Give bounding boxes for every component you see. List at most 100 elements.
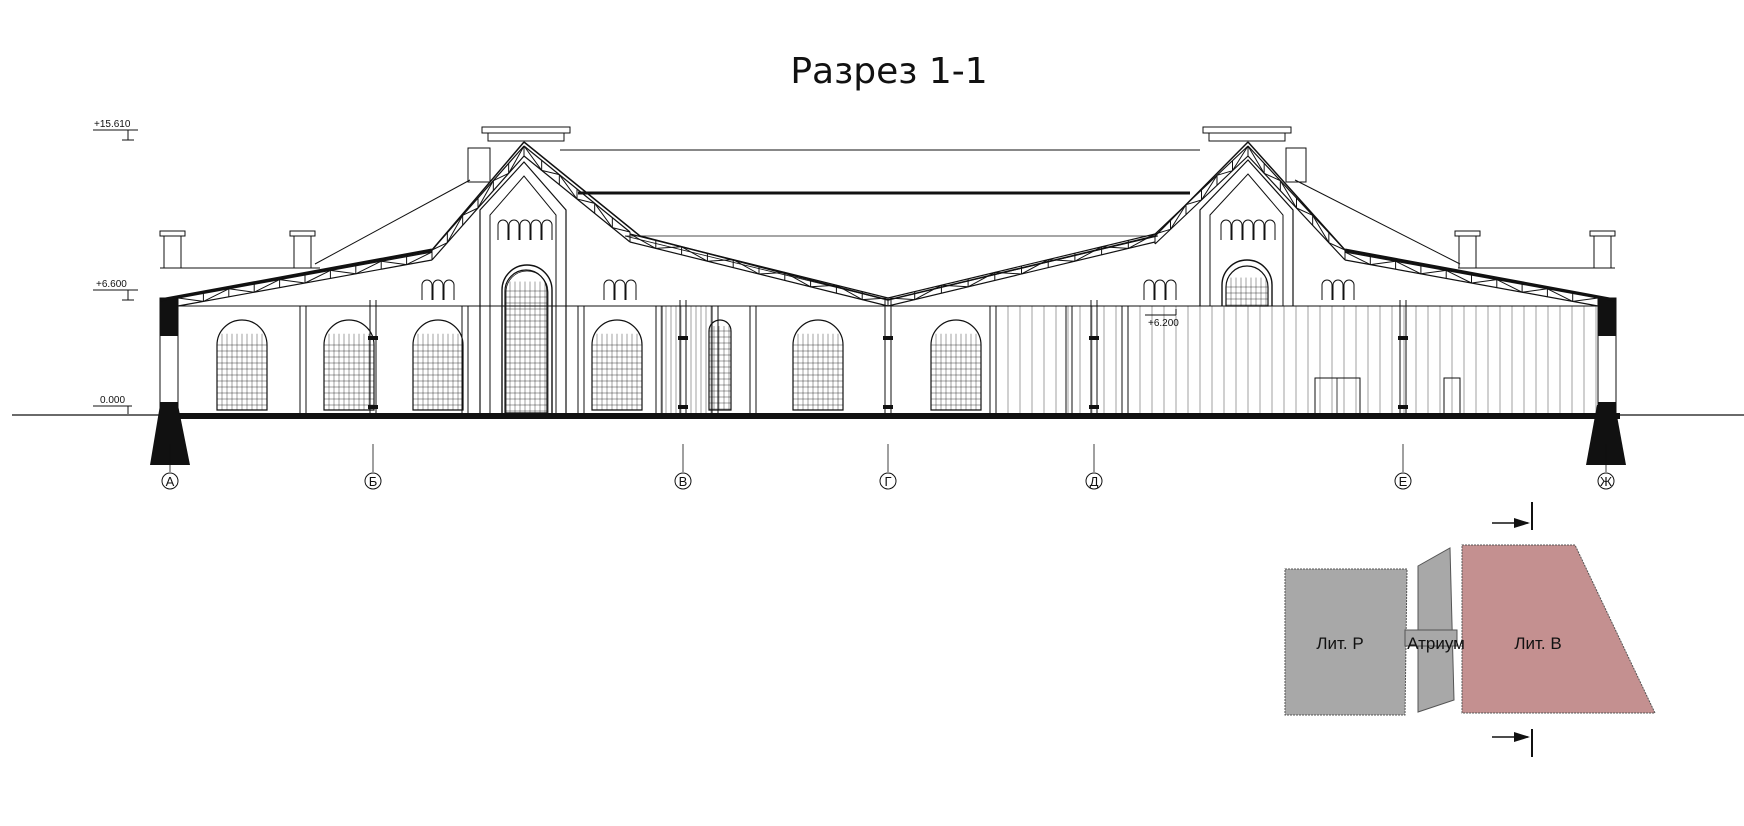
- columns: [368, 300, 1408, 413]
- truss-diagonal: [1522, 288, 1548, 293]
- truss-diagonal: [1496, 279, 1523, 293]
- window-small: [1154, 279, 1166, 300]
- level-label-top: +15.610: [94, 119, 131, 130]
- foundation-left: [150, 405, 190, 465]
- axis-label: Д: [1090, 474, 1099, 489]
- truss-diagonal: [1344, 251, 1371, 266]
- back-wall-corrugated: [989, 305, 1599, 415]
- window-small: [1231, 219, 1243, 240]
- truss-diagonal: [941, 284, 969, 288]
- truss-diagonal: [1471, 279, 1497, 284]
- section-arrow-bottom: [1492, 729, 1533, 757]
- truss-diagonal: [523, 145, 543, 171]
- truss-diagonal: [1572, 297, 1599, 302]
- column-capital: [678, 336, 688, 340]
- truss-diagonal: [1201, 175, 1218, 201]
- truss-diagonal: [1048, 259, 1075, 262]
- window-small: [614, 279, 626, 300]
- truss-diagonal: [836, 284, 863, 301]
- level-mark-zero: 0.000: [93, 395, 132, 414]
- window-small: [1332, 279, 1344, 300]
- axis-bubble: [674, 472, 692, 490]
- window-small: [508, 219, 520, 240]
- column-base: [1398, 405, 1408, 409]
- window-small: [421, 279, 433, 300]
- window-small: [443, 279, 455, 300]
- axis-label: Б: [369, 474, 378, 489]
- truss-diagonal: [1370, 260, 1396, 266]
- chimney-4: [1589, 230, 1616, 269]
- truss-diagonal: [177, 297, 204, 302]
- truss-diagonal: [629, 233, 657, 249]
- window-frame: [930, 319, 982, 411]
- plan-label-p: Лит. Р: [1316, 634, 1363, 653]
- truss-diagonal: [508, 145, 525, 174]
- truss-diagonal: [1232, 145, 1249, 171]
- axis-bubble: [364, 472, 382, 490]
- plan-block-p: [1284, 568, 1408, 716]
- truss-diagonal: [541, 169, 560, 176]
- outer-wall-right-base: [1598, 402, 1616, 414]
- corrugated-panel: [655, 306, 1597, 415]
- truss-diagonal: [253, 279, 280, 293]
- axis-label: А: [166, 474, 175, 489]
- truss-diagonal: [707, 259, 734, 262]
- window-small: [1264, 219, 1276, 240]
- axis-bubble: [1085, 472, 1103, 490]
- level-label-mid: +6.600: [96, 279, 127, 290]
- truss-diagonal: [1128, 233, 1156, 249]
- window-small: [1220, 219, 1232, 240]
- axis-label: В: [679, 474, 688, 489]
- truss-diagonal: [462, 207, 479, 216]
- truss-diagonal: [406, 251, 433, 266]
- window-frame: [323, 319, 375, 411]
- truss-diagonal: [1074, 246, 1102, 262]
- window-small: [1165, 279, 1177, 300]
- window-small: [1321, 279, 1333, 300]
- window-small: [432, 279, 444, 300]
- truss-diagonal: [1154, 228, 1171, 235]
- window-small: [519, 219, 531, 240]
- window-small: [1343, 279, 1355, 300]
- truss-diagonal: [1296, 207, 1313, 216]
- plan-block-v: [1461, 544, 1656, 714]
- plan-connector: [1404, 629, 1458, 647]
- truss-diagonal: [493, 172, 509, 182]
- truss-diagonal: [887, 297, 915, 301]
- roof-trusses: [177, 145, 1599, 307]
- plan-label-atrium: Атриум: [1407, 634, 1465, 653]
- column-base: [368, 405, 378, 409]
- floor-slab: [160, 413, 1620, 419]
- truss-diagonal: [1263, 172, 1281, 182]
- truss-diagonal: [431, 242, 448, 251]
- truss-diagonal: [681, 246, 708, 262]
- axis-bubble: [1394, 472, 1412, 490]
- plan-label-v: Лит. В: [1514, 634, 1561, 653]
- axis-label: Е: [1399, 474, 1408, 489]
- truss-diagonal: [1021, 259, 1049, 275]
- truss-diagonal: [1445, 269, 1472, 284]
- key-plan: Лит. Р Атриум Лит. В: [1284, 502, 1656, 757]
- arched-windows: [216, 219, 1355, 414]
- window-small: [625, 279, 637, 300]
- gable-left: [467, 126, 571, 413]
- truss-diagonal: [967, 271, 996, 288]
- column-base: [678, 405, 688, 409]
- foundation-right: [1586, 405, 1626, 465]
- roof-profile: [159, 141, 1616, 302]
- truss-diagonal: [758, 271, 785, 275]
- door: [1443, 377, 1461, 415]
- truss-diagonal: [810, 284, 837, 288]
- window-frame: [591, 319, 643, 411]
- gable-right: [1199, 126, 1307, 306]
- window-small: [1242, 219, 1254, 240]
- truss-diagonal: [1395, 260, 1422, 275]
- chimney-1: [159, 230, 186, 269]
- axis-bubble: [1597, 472, 1615, 490]
- window-frame: [504, 269, 548, 414]
- truss-diagonal: [558, 174, 578, 200]
- drawing-title: Разрез 1-1: [790, 51, 987, 92]
- window-frame: [1225, 265, 1269, 307]
- axis-bubble: [879, 472, 897, 490]
